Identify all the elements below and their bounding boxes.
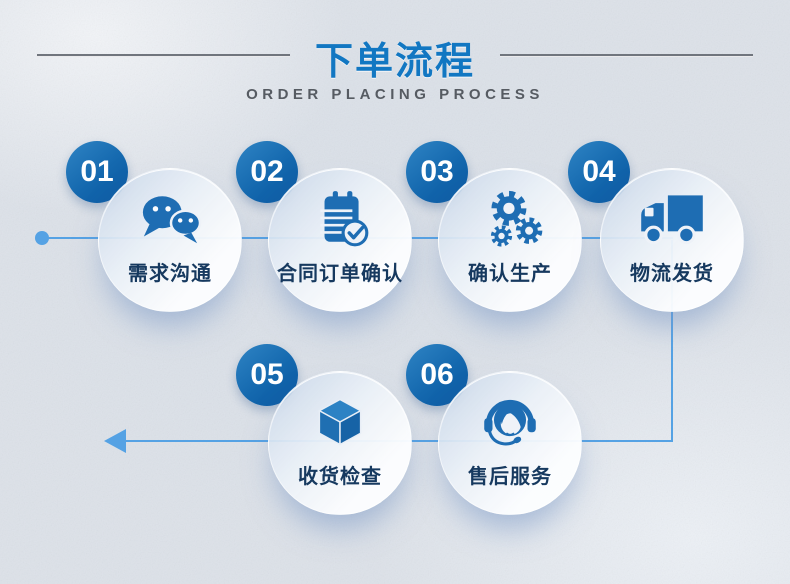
step-circle: 确认生产 [438, 168, 582, 312]
step-6-after-sales-service: 06 售后服务 [406, 344, 582, 515]
customer-service-headset-icon [439, 388, 581, 456]
flow-arrow-left-icon [104, 429, 126, 453]
step-label: 确认生产 [468, 263, 552, 285]
step-number: 06 [420, 358, 454, 391]
page-subtitle: ORDER PLACING PROCESS [246, 86, 544, 103]
production-gears-icon [439, 185, 581, 253]
contract-clipboard-check-icon [269, 185, 411, 253]
page-title: 下单流程 [314, 41, 475, 83]
step-label: 物流发货 [630, 263, 714, 285]
step-circle: 需求沟通 [98, 168, 242, 312]
step-number: 02 [250, 155, 284, 188]
step-label: 售后服务 [468, 466, 552, 488]
step-label: 收货检查 [298, 466, 382, 488]
title-divider-left [37, 54, 290, 57]
step-3-confirm-production: 03 确认生产 [406, 141, 582, 312]
step-4-logistics-shipping: 04 物流发货 [568, 141, 744, 312]
step-circle: 合同订单确认 [268, 168, 412, 312]
step-number: 05 [250, 358, 284, 391]
step-5-goods-inspection: 05 收货检查 [236, 344, 412, 515]
step-2-contract-order-confirm: 02 合同订单确认 [236, 141, 412, 312]
step-number: 01 [80, 155, 114, 188]
step-number: 03 [420, 155, 454, 188]
step-circle: 售后服务 [438, 371, 582, 515]
wechat-chat-icon [99, 185, 241, 253]
title-divider-right [500, 54, 753, 57]
step-circle: 收货检查 [268, 371, 412, 515]
step-1-demand-communication: 01 需求沟通 [66, 141, 242, 312]
step-label: 合同订单确认 [277, 263, 403, 285]
delivery-truck-icon [600, 184, 744, 252]
package-box-icon [269, 388, 411, 456]
step-label: 需求沟通 [128, 263, 212, 285]
